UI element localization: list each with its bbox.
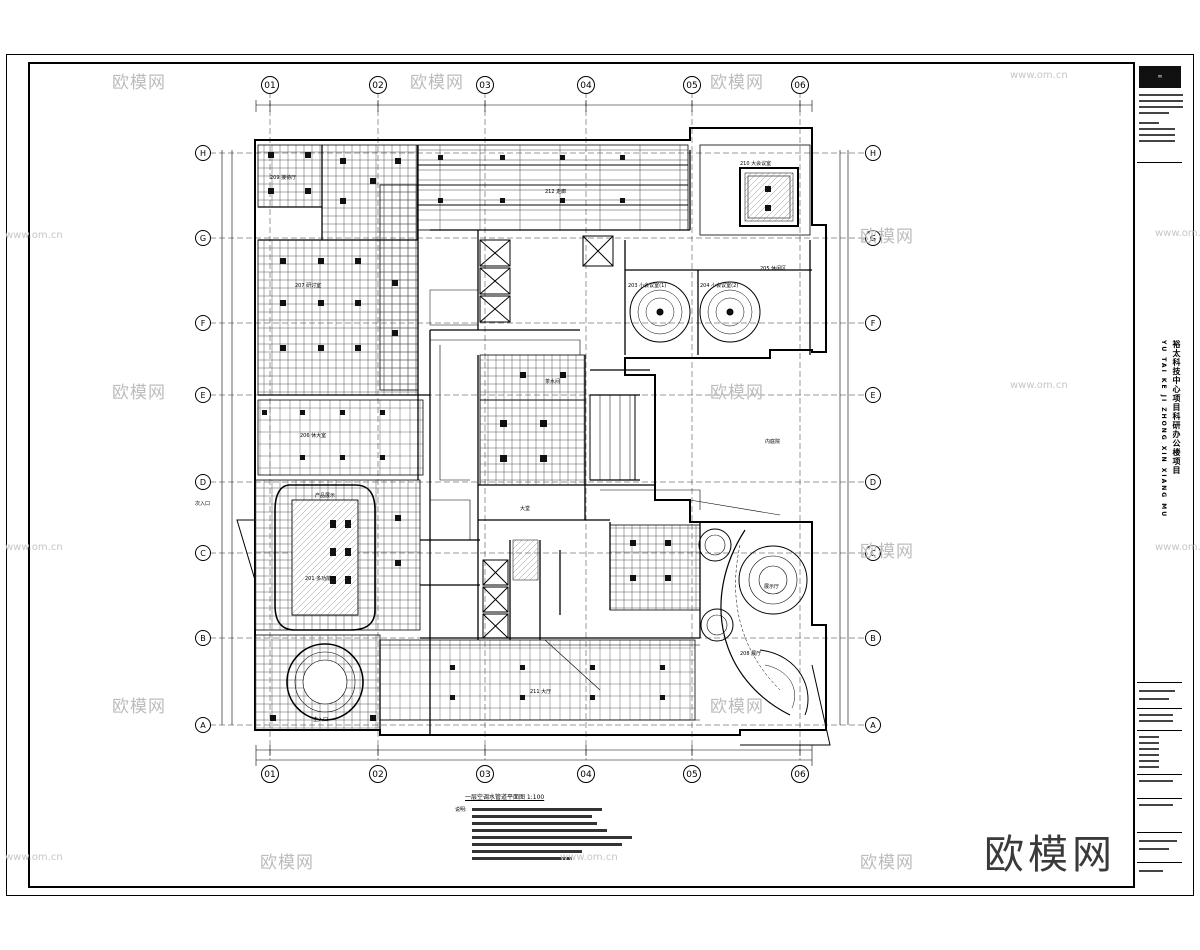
grid-column-01-top: 01 xyxy=(261,76,279,94)
grid-column-01-bottom: 01 xyxy=(261,765,279,783)
elevators xyxy=(479,235,614,639)
room-label-lounge: 205 休闲区 xyxy=(760,266,787,272)
room-label-product: 产品展示 xyxy=(315,493,336,499)
grid-column-05-bottom: 05 xyxy=(683,765,701,783)
watermark-url: www.om.cn xyxy=(5,542,63,553)
watermark-url: www.om.cn xyxy=(1155,542,1200,553)
entrance-wedges xyxy=(236,519,831,746)
grid-row-c-left: C xyxy=(195,545,211,561)
dimension-top xyxy=(255,100,813,112)
pipes xyxy=(380,339,781,721)
room-label-courtyard: 内庭院 xyxy=(765,439,781,445)
watermark: 欧模网 xyxy=(112,697,166,717)
project-pinyin: YU TAI KE JI ZHONG XIN XIANG MU xyxy=(1160,340,1167,519)
watermark-url: www.om.cn xyxy=(1010,380,1068,391)
watermark: 欧模网 xyxy=(710,383,764,403)
watermark: 欧模网 xyxy=(860,227,914,247)
grid-row-a-right: A xyxy=(865,717,881,733)
grid-row-e-right: E xyxy=(865,387,881,403)
grid-column-04-bottom: 04 xyxy=(577,765,595,783)
watermark: 欧模网 xyxy=(860,853,914,873)
grid-row-f-right: F xyxy=(865,315,881,331)
room-label-lobby: 大堂 xyxy=(520,506,531,512)
room-label-main-entry: 主入口 xyxy=(313,717,329,723)
room-label-exhibit-2: 208 展厅 xyxy=(740,651,762,657)
grid-row-a-left: A xyxy=(195,717,211,733)
project-title: 裕太科技中心项目科研办公楼项目 xyxy=(1172,340,1181,475)
reception-rotunda xyxy=(286,643,364,721)
dimension-sides xyxy=(221,150,849,725)
room-label-rest: 206 休大室 xyxy=(300,433,327,439)
room-label-reception: 209 接待厅 xyxy=(270,175,297,181)
grid-column-03-bottom: 03 xyxy=(476,765,494,783)
room-label-study: 207 研讨室 xyxy=(295,283,322,289)
watermark: 欧模网 xyxy=(112,73,166,93)
sheet-border xyxy=(6,54,1194,896)
note-line xyxy=(472,808,602,811)
note-line xyxy=(472,815,592,818)
watermark: 欧模网 xyxy=(410,73,464,93)
watermark: 欧模网 xyxy=(710,697,764,717)
room-label-meeting-1: 203 小会议室(1) xyxy=(628,283,667,289)
grid-column-02-bottom: 02 xyxy=(369,765,387,783)
big-meeting-ceiling xyxy=(699,144,811,236)
watermark-url: www.om.cn xyxy=(5,230,63,241)
building-outline xyxy=(254,127,827,736)
title-block: ∞ xyxy=(1133,62,1184,888)
grid-column-06-bottom: 06 xyxy=(791,765,809,783)
grid-row-d-left: D xyxy=(195,474,211,490)
grid-row-d-right: D xyxy=(865,474,881,490)
grid-column-03-top: 03 xyxy=(476,76,494,94)
note-line xyxy=(472,843,622,846)
note-line xyxy=(472,829,607,832)
stairs xyxy=(429,289,636,581)
room-label-pantry: 茶水间 xyxy=(545,379,561,385)
grid-row-b-left: B xyxy=(195,630,211,646)
watermark: 欧模网 xyxy=(112,383,166,403)
room-label-meeting-2: 204 小会议室(2) xyxy=(700,283,739,289)
grid-row-b-right: B xyxy=(865,630,881,646)
room-label-corridor: 212 走廊 xyxy=(545,189,567,195)
grid-row-h-left: H xyxy=(195,145,211,161)
notes-heading: 说明: xyxy=(455,807,467,813)
watermark-url: www.om.cn xyxy=(1155,228,1200,239)
grid-row-g-right: G xyxy=(865,230,881,246)
dimension-bottom xyxy=(255,745,813,766)
room-label-big-meeting: 210 大会议室 xyxy=(740,161,772,167)
grid-column-02-top: 02 xyxy=(369,76,387,94)
watermark: 欧模网 xyxy=(710,73,764,93)
exhibit-curves xyxy=(698,528,809,716)
watermark: 欧模网 xyxy=(260,853,314,873)
watermark: 欧模网 xyxy=(860,542,914,562)
drawing-title: 一层空调水管道平面图 1:100 xyxy=(465,794,545,801)
product-display xyxy=(274,484,376,631)
note-line xyxy=(472,850,582,853)
room-label-multi-hall: 201 多功能厅 xyxy=(305,576,337,582)
walls xyxy=(258,145,812,735)
grid-row-g-left: G xyxy=(195,230,211,246)
grid-column-05-top: 05 xyxy=(683,76,701,94)
note-line xyxy=(472,822,597,825)
meeting-room-domes xyxy=(629,281,761,343)
watermark-url: www.om.cn xyxy=(1010,70,1068,81)
title-block-logo: ∞ xyxy=(1139,66,1181,88)
note-line xyxy=(472,836,632,839)
room-label-exhibit: 展示厅 xyxy=(764,584,780,590)
room-label-side-entry: 次入口 xyxy=(195,501,211,507)
grid-row-e-left: E xyxy=(195,387,211,403)
grid-row-c-right: C xyxy=(865,545,881,561)
grid-row-f-left: F xyxy=(195,315,211,331)
brand-logo-text: 欧模网 xyxy=(984,832,1116,878)
watermark-url: www.om.cn xyxy=(560,852,618,863)
watermark-url: www.om.cn xyxy=(5,852,63,863)
grid-row-h-right: H xyxy=(865,145,881,161)
note-line xyxy=(472,857,572,860)
grid-column-04-top: 04 xyxy=(577,76,595,94)
room-label-hall: 211 大厅 xyxy=(530,689,552,695)
grid-column-06-top: 06 xyxy=(791,76,809,94)
diffusers xyxy=(262,152,771,721)
